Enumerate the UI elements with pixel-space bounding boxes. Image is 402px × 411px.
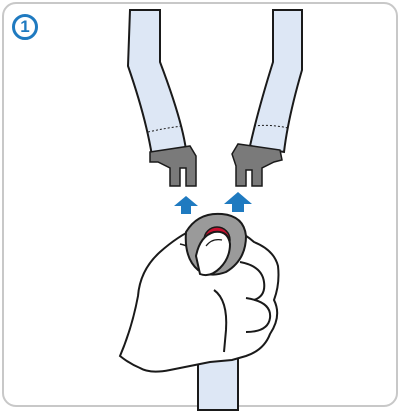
step-number: 1 [20,17,30,36]
up-arrow-icon [224,192,252,212]
right-buckle-tongue [231,143,283,187]
left-shoulder-strap [126,9,188,158]
left-buckle-tongue [149,145,197,187]
thumb [194,230,232,277]
step-number-badge: 1 [12,14,38,40]
up-arrow-icon [174,196,198,214]
right-shoulder-strap [248,9,303,154]
